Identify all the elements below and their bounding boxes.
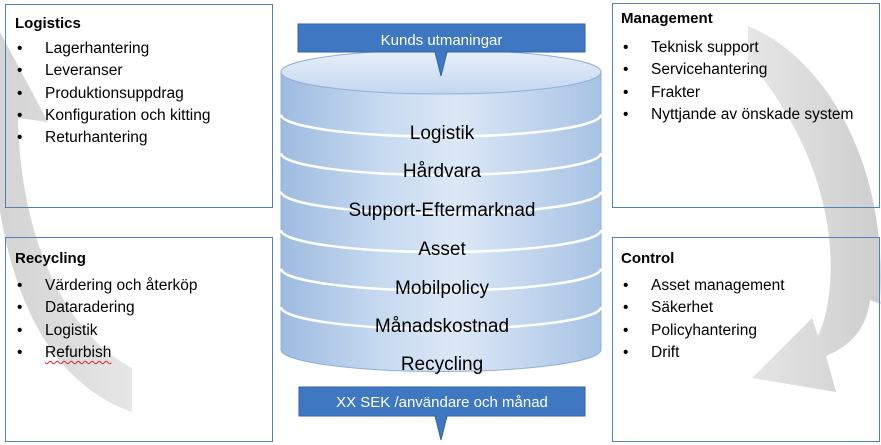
control-box: Control •Asset management •Säkerhet •Pol…	[612, 237, 880, 442]
layer-divider	[279, 229, 603, 254]
recycling-title: Recycling	[15, 250, 86, 267]
stack-layer-label: Månadskostnad	[374, 316, 510, 337]
list-item: •Dataradering	[17, 299, 135, 317]
list-item: •Logistik	[17, 321, 98, 339]
management-box: Management •Teknisk support •Servicehant…	[612, 3, 880, 208]
cylinder-body	[280, 71, 602, 372]
recycling-box: Recycling •Värdering och återköp •Datara…	[5, 237, 273, 442]
list-item: •Frakter	[623, 83, 701, 101]
list-item: •Returhantering	[17, 129, 148, 147]
list-item: •Säkerhet	[623, 299, 714, 317]
management-list: •Teknisk support •Servicehantering •Frak…	[621, 37, 879, 126]
footer-banner	[298, 386, 586, 441]
logistics-list: •Lagerhantering •Leveranser •Produktions…	[15, 38, 272, 149]
recycling-list: •Värdering och återköp •Dataradering •Lo…	[15, 275, 272, 364]
stack-layer-label: Recycling	[400, 354, 484, 375]
layer-divider	[279, 268, 603, 292]
list-item: •Produktionsuppdrag	[17, 84, 184, 102]
list-item: •Nyttjande av önskade system	[623, 105, 854, 123]
control-title: Control	[621, 250, 675, 267]
layer-divider	[279, 114, 603, 138]
stack-layer-label: Support-Eftermarknad	[348, 200, 536, 221]
logistics-title: Logistics	[15, 15, 81, 32]
header-banner-label: Kunds utmaningar	[380, 32, 503, 49]
list-item: •Lagerhantering	[17, 40, 150, 57]
list-item: •Policyhantering	[623, 321, 757, 339]
left-cycle-arrow	[0, 32, 132, 412]
list-item: •Refurbish	[17, 343, 112, 361]
list-item: •Värdering och återköp	[17, 277, 198, 294]
list-item: •Servicehantering	[623, 61, 768, 79]
layer-divider	[279, 152, 603, 177]
list-item: •Asset management	[623, 277, 785, 294]
right-cycle-arrow	[748, 26, 881, 392]
list-item: •Drift	[623, 343, 680, 361]
stack-layer-label: Asset	[418, 239, 466, 260]
footer-banner-label: XX SEK /användare och månad	[336, 394, 548, 411]
layer-divider	[279, 306, 603, 331]
list-item: •Konfiguration och kitting	[17, 106, 211, 124]
management-title: Management	[621, 10, 713, 27]
layer-divider	[279, 191, 603, 215]
stack-layer-label: Logistik	[409, 123, 475, 144]
stack-layer-label: Hårdvara	[402, 161, 482, 182]
header-banner	[297, 23, 586, 77]
list-item: •Teknisk support	[623, 39, 759, 56]
list-item: •Leveranser	[17, 62, 123, 80]
stack-layer-label: Mobilpolicy	[395, 278, 489, 299]
logistics-box: Logistics •Lagerhantering •Leveranser •P…	[5, 4, 273, 208]
control-list: •Asset management •Säkerhet •Policyhante…	[621, 275, 879, 364]
